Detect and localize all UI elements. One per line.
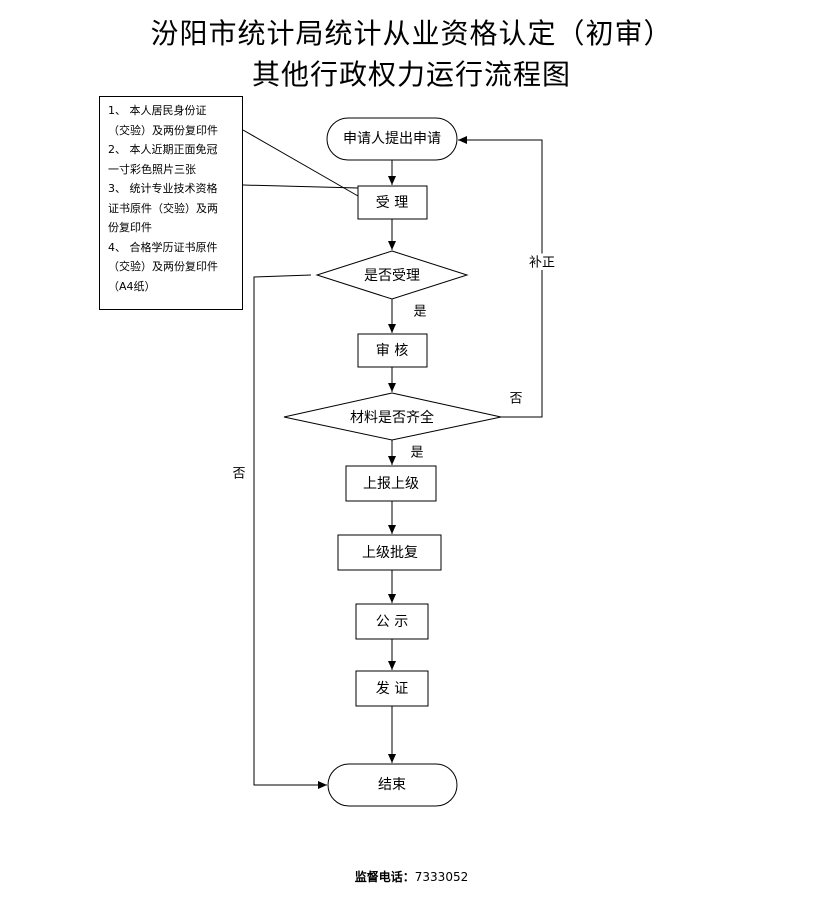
requirement-item-1: 1、 本人居民身份证 （交验）及两份复印件 [108,104,218,137]
diagram-title-line1: 汾阳市统计局统计从业资格认定（初审） [150,17,673,50]
requirements-box: 1、 本人居民身份证 （交验）及两份复印件 2、 本人近期正面免冠 一寸彩色照片… [99,96,243,310]
requirement-item-2: 2、 本人近期正面免冠 一寸彩色照片三张 [108,143,218,176]
connector-line-requirements-2 [242,184,359,189]
footer-label: 监督电话： [354,870,415,884]
arrow-reject-to-end [253,274,327,789]
edge-label-no-1: 否 [232,467,245,482]
diagram-title-line2: 其他行政权力运行流程图 [251,58,571,91]
requirement-item-3: 3、 统计专业技术资格 证书原件（交验）及两 份复印件 [108,182,218,234]
connector-line-requirements [242,129,359,197]
node-accept [357,185,428,220]
node-review-label: 审 核 [376,343,408,359]
node-issue-label: 发 证 [376,681,408,697]
node-report-label: 上报上级 [363,476,419,492]
node-report [345,465,437,502]
node-decision-complete-label: 材料是否齐全 [350,409,434,426]
edge-label-yes-1: 是 [413,305,426,320]
node-end-label: 结束 [378,777,406,793]
node-decision-accept-label: 是否受理 [364,268,420,284]
node-approve-label: 上级批复 [362,544,418,561]
edge-label-yes-2: 是 [410,446,423,461]
node-publicize-label: 公 示 [376,614,408,630]
edge-label-no-2: 否 [509,392,522,407]
node-apply-label: 申请人提出申请 [343,131,441,147]
footer-phone: 7333052 [414,870,469,884]
node-end [327,763,458,807]
node-approve [337,534,442,571]
requirement-item-4: 4、 合格学历证书原件 （交验）及两份复印件 （A4纸） [108,240,218,293]
node-accept-label: 受 理 [376,195,408,211]
edge-label-correction: 补正 [529,256,555,271]
node-issue [355,670,429,707]
node-publicize [355,603,429,640]
arrow-correction-loop [458,136,543,418]
footer: 监督电话：7333052 [0,868,823,885]
